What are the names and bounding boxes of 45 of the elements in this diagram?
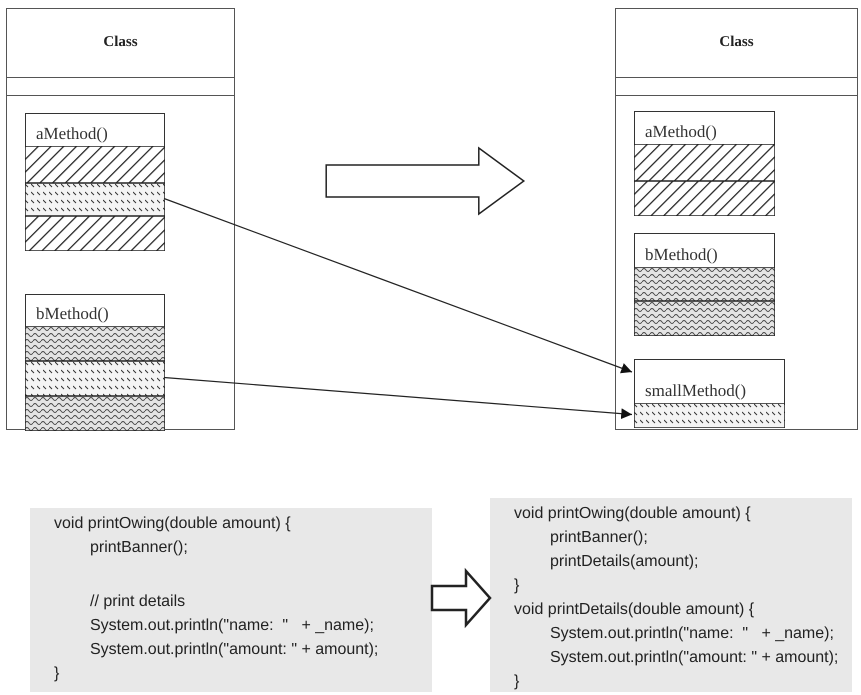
hatched-band xyxy=(25,396,165,431)
class-name: Class xyxy=(102,33,139,52)
class-box xyxy=(615,8,858,430)
hatched-band xyxy=(634,144,775,181)
hatched-band xyxy=(634,181,775,216)
block-arrow xyxy=(430,568,492,628)
code-line: } xyxy=(514,576,520,596)
hatched-band xyxy=(25,361,165,396)
code-line: System.out.println("amount: " + amount); xyxy=(90,640,378,660)
arrow xyxy=(164,198,632,374)
block-arrow xyxy=(325,146,526,216)
method-name: bMethod() xyxy=(645,246,718,263)
method-box xyxy=(634,359,785,428)
code-line: } xyxy=(54,664,60,684)
hatched-band xyxy=(634,403,785,428)
code-line: } xyxy=(514,672,520,692)
code-panel xyxy=(490,498,852,692)
method-box xyxy=(634,233,775,336)
method-box xyxy=(25,113,165,251)
hatched-band xyxy=(25,183,165,216)
method-name: bMethod() xyxy=(36,305,109,322)
code-line: printBanner(); xyxy=(550,528,648,548)
code-line: printDetails(amount); xyxy=(550,552,698,572)
code-line: System.out.println("amount: " + amount); xyxy=(550,648,838,668)
code-line: System.out.println("name: " + _name); xyxy=(550,624,834,644)
code-line: void printDetails(double amount) { xyxy=(514,600,754,620)
method-box xyxy=(634,111,775,216)
code-line: void printOwing(double amount) { xyxy=(54,514,291,534)
arrow xyxy=(164,376,632,420)
hatched-band xyxy=(25,216,165,251)
hatched-band xyxy=(634,267,775,301)
hatched-band xyxy=(634,301,775,336)
method-name: aMethod() xyxy=(36,125,108,142)
code-line: // print details xyxy=(90,592,186,612)
code-line: printBanner(); xyxy=(90,538,188,558)
class-box xyxy=(6,8,235,430)
code-line: System.out.println("name: " + _name); xyxy=(90,616,374,636)
hatched-band xyxy=(25,146,165,183)
hatched-band xyxy=(25,326,165,361)
code-panel xyxy=(30,508,432,692)
method-box xyxy=(25,294,165,431)
method-name: smallMethod() xyxy=(645,382,746,399)
method-name: aMethod() xyxy=(645,123,717,140)
code-line: void printOwing(double amount) { xyxy=(514,504,751,524)
class-name: Class xyxy=(718,33,755,52)
